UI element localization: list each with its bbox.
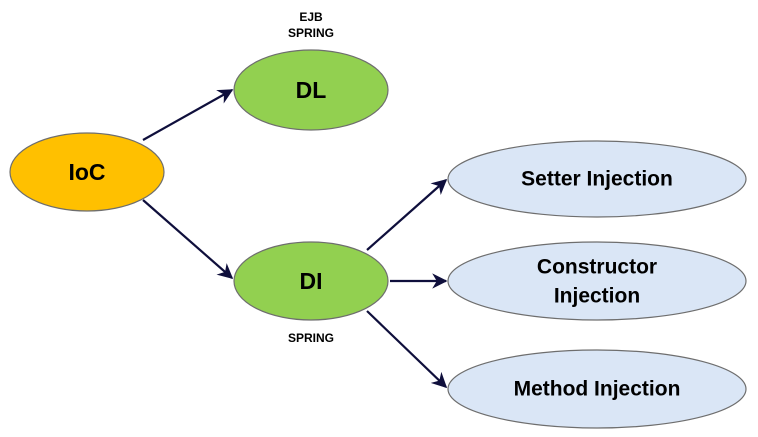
dl-ellipse [233, 49, 389, 131]
dl-annotation-ejb: EJB [299, 10, 323, 24]
di-ellipse [233, 241, 389, 321]
method-injection-label: Method Injection [514, 378, 681, 401]
arrow-ioc-to-di [142, 199, 234, 280]
ioc-ellipse [9, 132, 165, 212]
ioc-node: IoC [9, 132, 165, 212]
di-node: DI SPRING [233, 241, 389, 345]
di-annotation-spring: SPRING [288, 331, 334, 345]
dl-annotation-spring: SPRING [288, 26, 334, 40]
dl-label: DL [296, 77, 327, 103]
constructor-injection-node: Constructor Injection [447, 241, 747, 321]
setter-injection-ellipse [447, 140, 747, 218]
setter-injection-label: Setter Injection [521, 168, 673, 191]
ioc-label: IoC [68, 159, 105, 185]
setter-injection-node: Setter Injection [447, 140, 747, 218]
arrow-ioc-to-dl [142, 89, 234, 141]
constructor-injection-ellipse [447, 241, 747, 321]
constructor-injection-label-line1: Constructor [537, 256, 657, 279]
dl-node: EJB SPRING DL [233, 10, 389, 131]
constructor-injection-label-line2: Injection [554, 285, 640, 308]
method-injection-ellipse [447, 349, 747, 429]
arrow-di-to-setter [366, 178, 448, 251]
arrow-di-to-method [366, 310, 448, 389]
di-label: DI [300, 268, 323, 294]
method-injection-node: Method Injection [447, 349, 747, 429]
